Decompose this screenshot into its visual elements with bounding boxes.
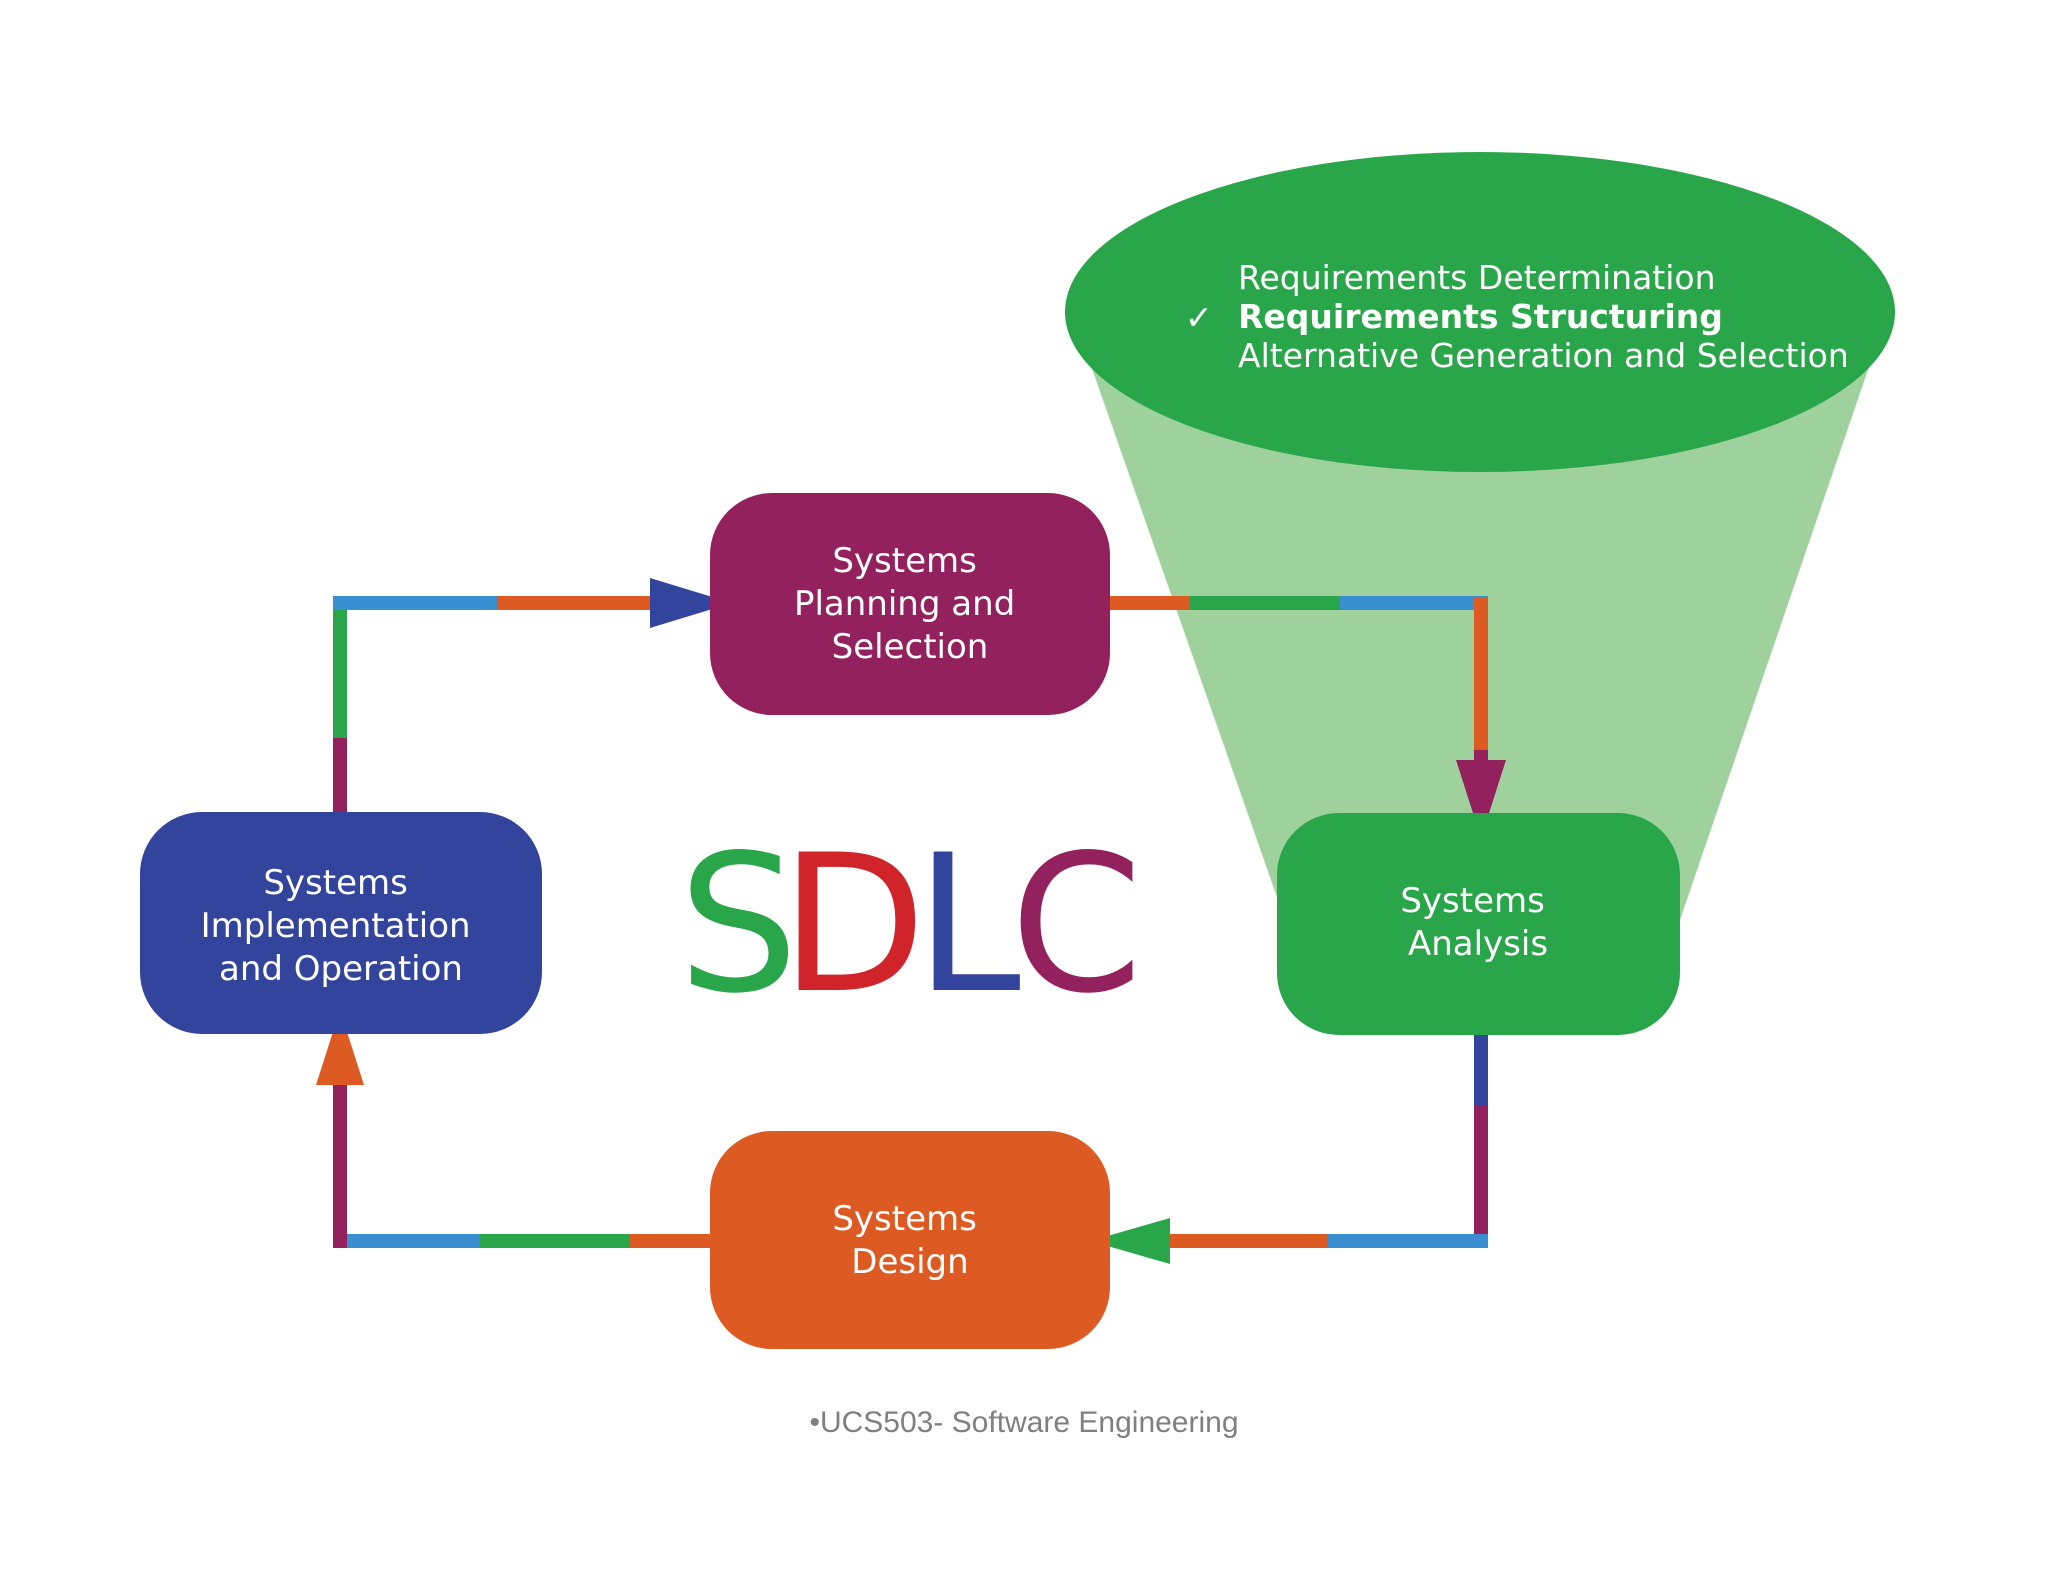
phase-analysis: Systems Analysis <box>1277 813 1680 1035</box>
connector-planning-to-analysis <box>1110 596 1506 838</box>
arrow-down-icon <box>1456 760 1506 838</box>
phase-design-line-2: Design <box>851 1242 968 1282</box>
phase-design-line-1: Systems <box>832 1199 977 1239</box>
arrow-up-icon <box>316 1010 364 1085</box>
activity-item-3: Alternative Generation and Selection <box>1238 336 1849 375</box>
phase-implementation-line-2: Implementation <box>201 906 471 946</box>
sdlc-letter-s: S <box>678 814 799 1035</box>
svg-text:Systems Planning and: Systems Planning and Selection <box>794 541 1026 667</box>
phase-planning-line-3: Selection <box>832 627 989 667</box>
svg-text:Systems Design: Systems Design <box>832 1199 987 1282</box>
activity-list: Requirements Determination ✓ Requirement… <box>1185 258 1849 375</box>
svg-text:Systems Implementation: Systems Implementation and Operation <box>201 863 482 989</box>
sdlc-letter-l: L <box>915 814 1021 1035</box>
activity-item-1: Requirements Determination <box>1238 258 1716 297</box>
connector-design-to-implementation <box>316 1010 710 1248</box>
phase-design: Systems Design <box>710 1131 1110 1349</box>
sdlc-letter-d: D <box>780 814 926 1035</box>
connector-analysis-to-design <box>1090 1035 1488 1264</box>
phase-planning-line-1: Systems <box>832 541 977 581</box>
arrow-right-icon <box>650 578 732 628</box>
activities-bubble <box>1065 152 1895 472</box>
phase-planning-line-2: Planning and <box>794 584 1015 624</box>
footer-course-label: •UCS503- Software Engineering <box>809 1406 1239 1439</box>
sdlc-title: S D L C <box>678 814 1143 1035</box>
phase-analysis-line-2: Analysis <box>1408 924 1548 964</box>
phase-analysis-line-1: Systems <box>1400 881 1545 921</box>
activity-item-2: Requirements Structuring <box>1238 297 1723 336</box>
svg-text:Systems Analysis: Systems Analysis <box>1400 881 1555 964</box>
phase-implementation-line-3: and Operation <box>219 949 463 989</box>
sdlc-letter-c: C <box>1010 814 1143 1035</box>
arrow-left-icon <box>1090 1218 1170 1264</box>
phase-planning: Systems Planning and Selection <box>710 493 1110 715</box>
connector-implementation-to-planning <box>333 578 732 812</box>
phase-implementation-line-1: Systems <box>263 863 408 903</box>
checkmark-icon: ✓ <box>1185 298 1213 337</box>
phase-implementation: Systems Implementation and Operation <box>140 812 542 1034</box>
